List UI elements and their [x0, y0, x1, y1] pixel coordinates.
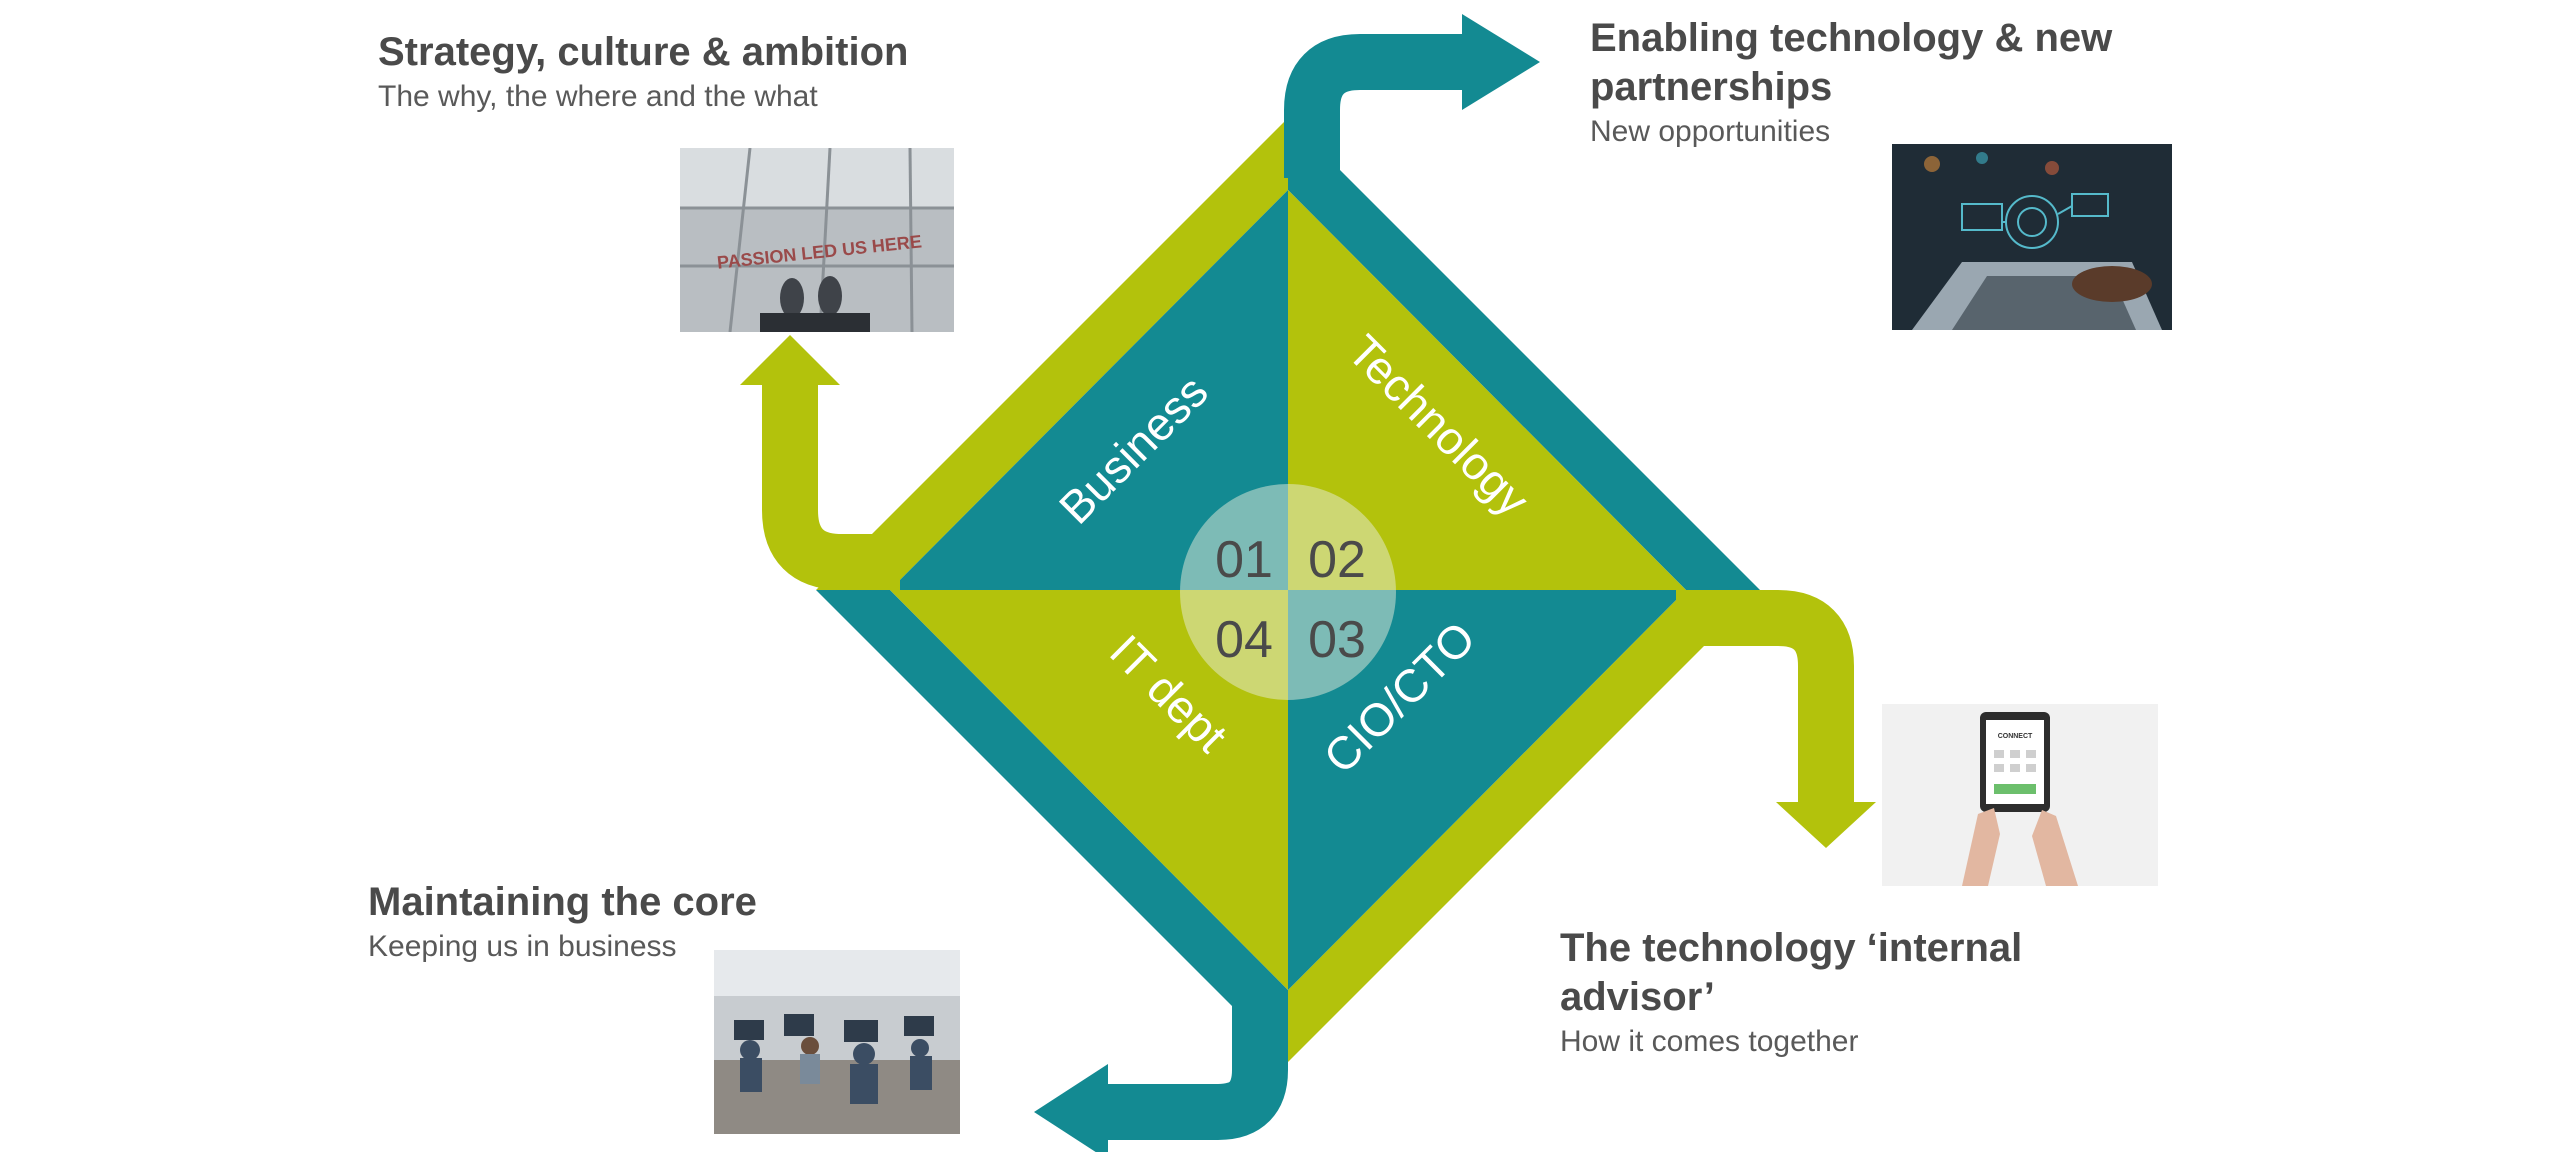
outer-band-bottom-right [1288, 590, 1760, 1062]
quadrant-03-triangle [1288, 590, 1686, 990]
quadrant-01-number: 01 [1215, 531, 1273, 589]
advisor-title-line2: advisor’ [1560, 975, 1715, 1019]
arrow-bottom-left [1108, 1000, 1288, 1140]
quadrant-04-number: 04 [1215, 611, 1273, 669]
quadrant-03-number: 03 [1308, 611, 1366, 669]
footsteps-floor-photo: PASSION LED US HERE [680, 148, 954, 332]
advisor-block: The technology ‘internal advisor’ How it… [1560, 924, 2022, 1060]
center-circle [1180, 484, 1396, 700]
core-title: Maintaining the core [368, 880, 757, 924]
arrow-right-down-head [1776, 802, 1876, 848]
strategy-title: Strategy, culture & ambition [378, 30, 909, 74]
arrow-top-right [1284, 34, 1462, 178]
strategy-subtitle: The why, the where and the what [378, 80, 818, 113]
core-subtitle: Keeping us in business [368, 930, 677, 963]
quadrant-02-number: 02 [1308, 531, 1366, 589]
tablet-hands-photo: CONNECT [1882, 704, 2158, 886]
enabling-title-line2: partnerships [1590, 65, 1833, 109]
arrow-top-left [762, 385, 900, 590]
enabling-block: Enabling technology & new partnerships N… [1590, 14, 2112, 150]
arrow-bottom-left-head [1034, 1064, 1108, 1152]
arrow-top-right-head [1462, 14, 1540, 110]
enabling-title-line1: Enabling technology & new [1590, 16, 2113, 60]
advisor-subtitle: How it comes together [1560, 1025, 1859, 1058]
quadrant-04-triangle [890, 590, 1288, 990]
outer-band-top-left [816, 118, 1288, 590]
laptop-hologram-photo [1892, 144, 2172, 330]
outer-band-top-right [1288, 118, 1760, 590]
enabling-subtitle: New opportunities [1590, 115, 1831, 148]
strategy-block: Strategy, culture & ambition The why, th… [378, 28, 908, 115]
outer-band-bottom-left [816, 590, 1288, 1062]
photo-caption-connect: CONNECT [1998, 733, 2033, 740]
open-office-photo [714, 950, 960, 1134]
quadrant-02-triangle [1288, 190, 1686, 590]
arrow-right-down [1676, 590, 1854, 802]
advisor-title-line1: The technology ‘internal [1560, 926, 2023, 970]
arrow-top-left-head [740, 335, 840, 385]
quadrant-01-triangle [890, 190, 1288, 590]
core-block: Maintaining the core Keeping us in busin… [368, 878, 757, 965]
